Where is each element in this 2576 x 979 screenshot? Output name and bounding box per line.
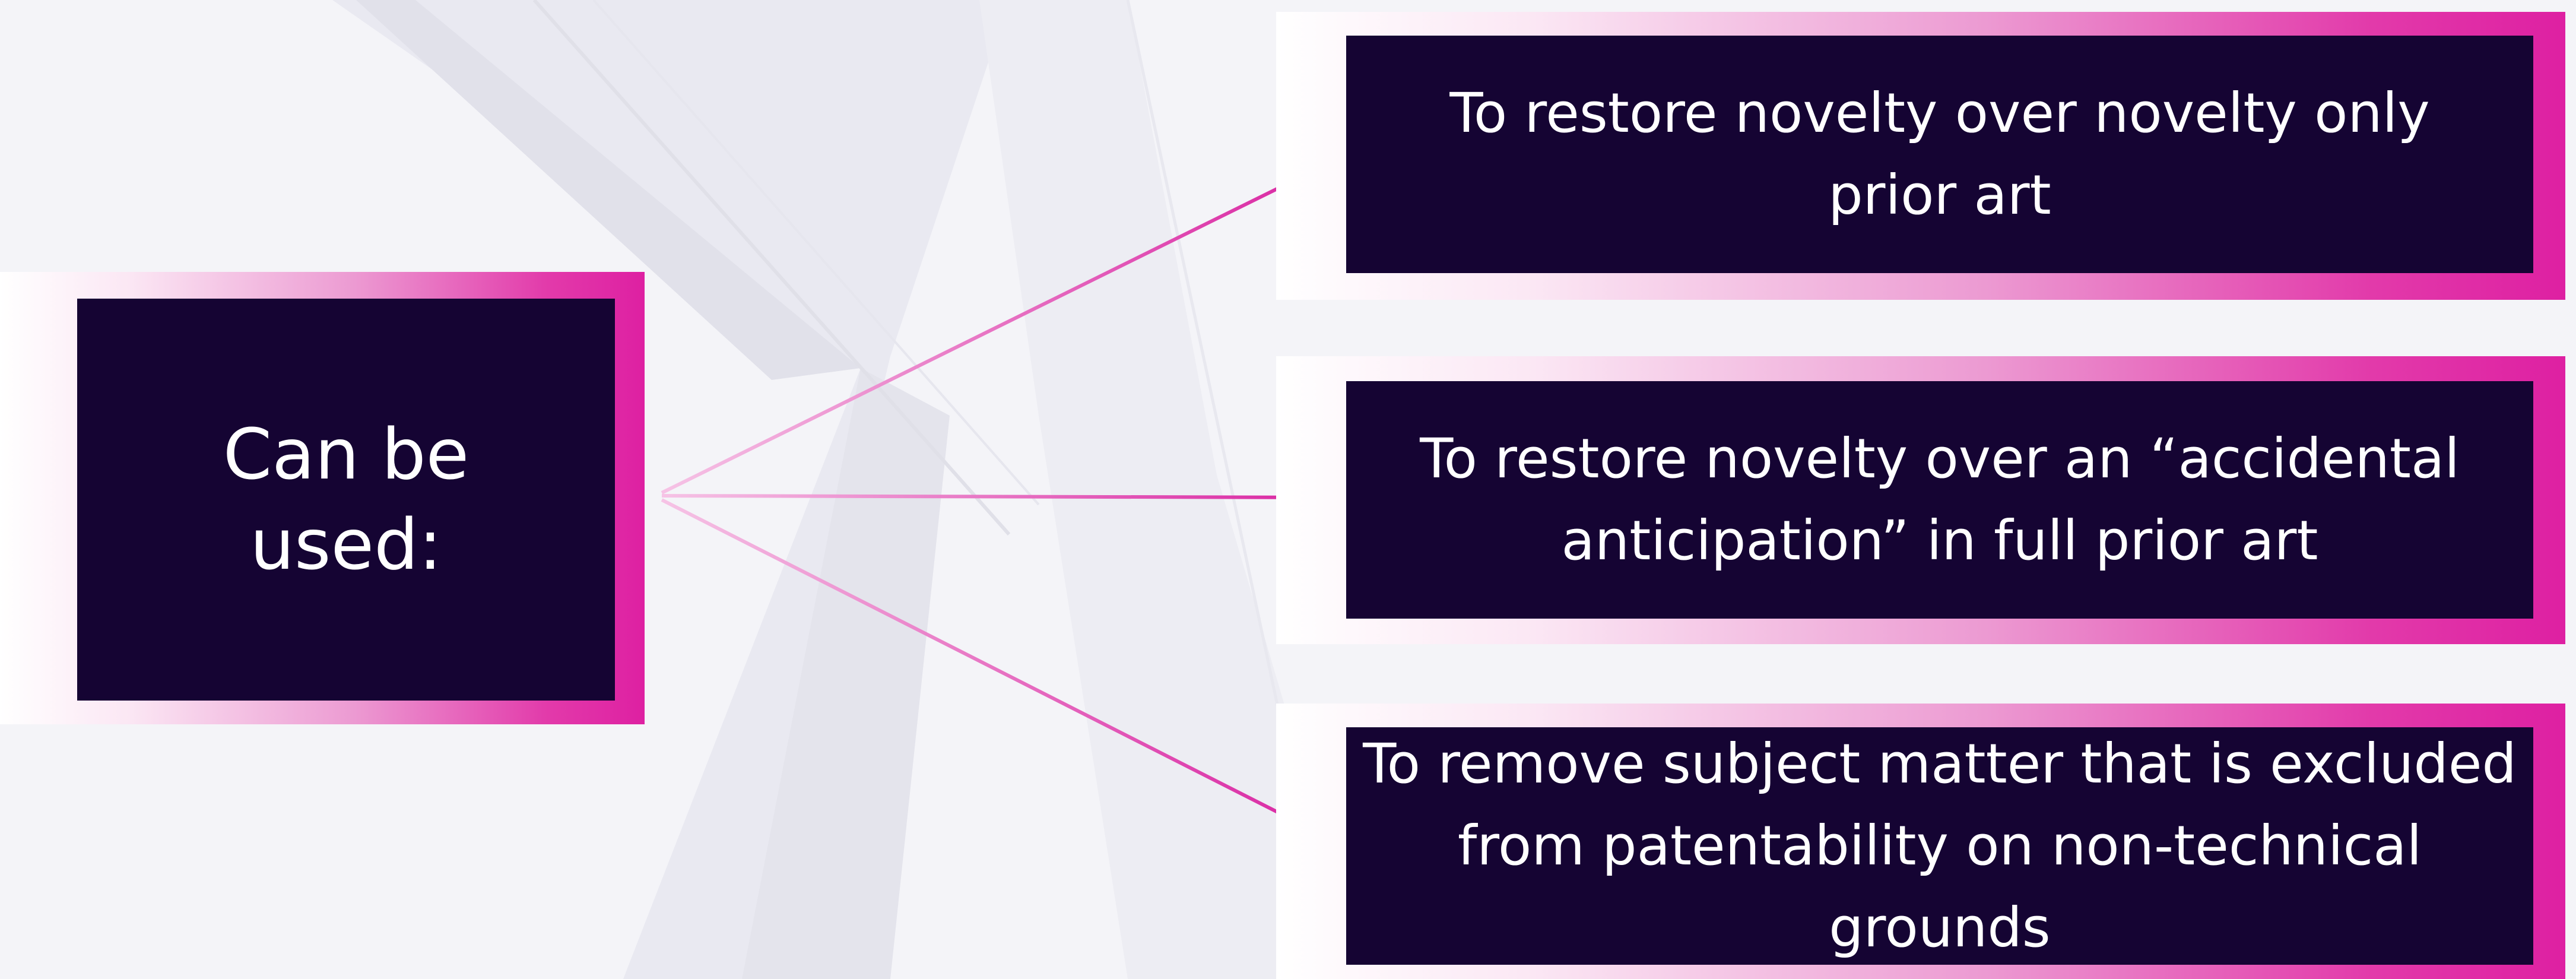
target-box-1-text: To restore novelty over novelty only pri… <box>1449 72 2429 236</box>
target-box-3-line-2: from patentability on non-technical grou… <box>1457 814 2422 959</box>
source-box: Can be used: <box>77 299 615 701</box>
target-box-2-line-1: To restore novelty over an “accidental <box>1420 427 2460 490</box>
target-box-1: To restore novelty over novelty only pri… <box>1346 36 2533 273</box>
arrow-to-target-3 <box>661 498 1344 846</box>
target-box-1-line-1: To restore novelty over novelty only <box>1449 81 2430 145</box>
target-box-3: To remove subject matter that is exclude… <box>1346 727 2533 965</box>
target-box-3-line-1: To remove subject matter that is exclude… <box>1363 732 2517 796</box>
source-box-line-1: Can be <box>223 413 469 496</box>
source-box-text: Can be used: <box>223 410 469 589</box>
target-box-3-text: To remove subject matter that is exclude… <box>1346 723 2533 969</box>
source-box-line-2: used: <box>250 503 442 585</box>
arrow-to-target-1 <box>661 156 1344 495</box>
target-box-2-line-2: anticipation” in full prior art <box>1561 509 2318 572</box>
target-box-2: To restore novelty over an “accidental a… <box>1346 381 2533 619</box>
arrow-to-target-2 <box>661 496 1344 498</box>
target-box-2-text: To restore novelty over an “accidental a… <box>1420 418 2460 582</box>
target-box-1-line-2: prior art <box>1828 163 2051 227</box>
